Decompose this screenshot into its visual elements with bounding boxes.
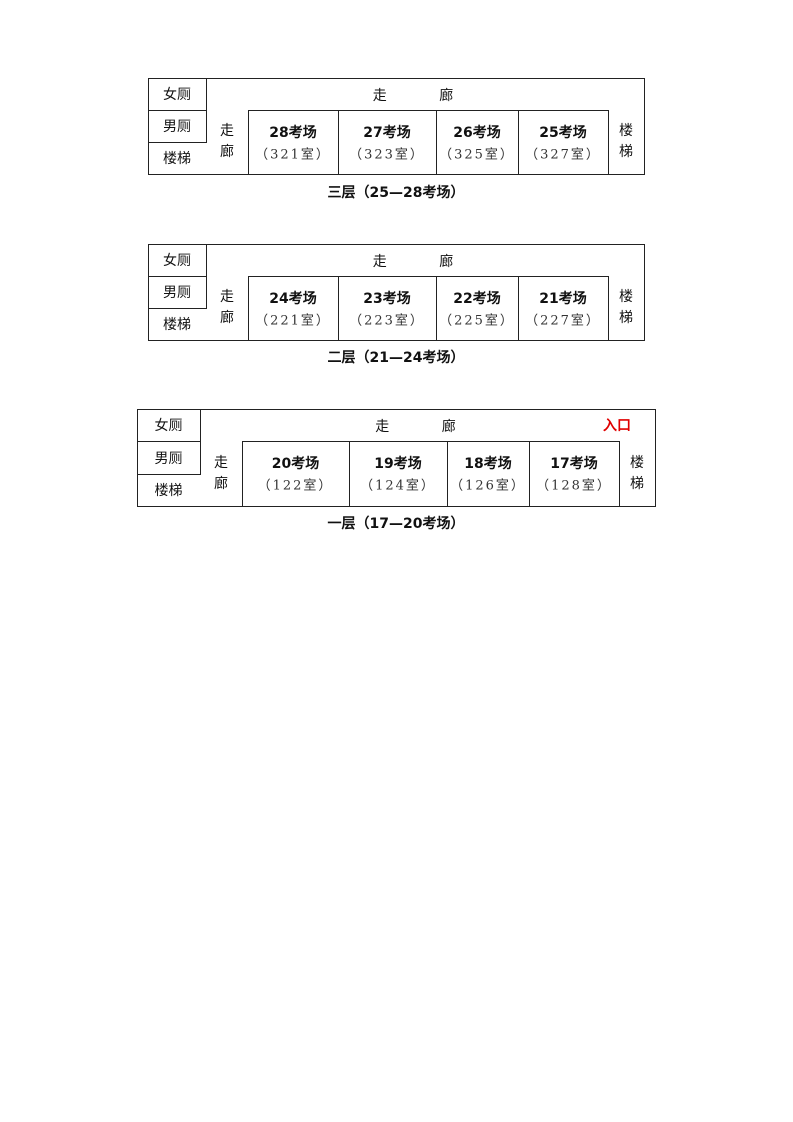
exam-room-name: 25考场 [539,125,587,141]
stairs-left-label: 楼梯 [163,317,191,333]
room-number: （323室） [349,147,425,163]
stairs-left-label: 楼梯 [154,482,183,499]
womens-restroom-label: 女厕 [163,87,191,103]
mens-restroom-cell [137,441,201,475]
stairs-right-label: 楼梯 [619,123,633,160]
room-number: （122室） [257,478,334,494]
room-divider [447,441,448,506]
mens-restroom-cell [148,276,207,309]
room-number: （321室） [255,147,331,163]
room-number: （128室） [536,478,612,494]
entrance-label: 入口 [603,418,631,434]
room-divider [518,276,519,340]
room-number: （225室） [439,313,515,329]
exam-room-name: 18考场 [464,456,512,473]
stairs-right-label: 楼梯 [619,289,633,326]
corridor-vertical-label: 走廊 [220,123,234,160]
corridor-label: 走 廊 [372,254,478,270]
corridor-label: 走 廊 [372,88,478,104]
room-divider [338,110,339,174]
womens-restroom-label: 女厕 [154,418,183,435]
exam-room-name: 21考场 [539,291,587,307]
room-divider [436,276,437,340]
room-divider [436,110,437,174]
stairs-left-label: 楼梯 [163,151,191,167]
mens-restroom-cell [148,110,207,143]
exam-room-name: 28考场 [269,125,317,141]
floor-caption: 二层（21—24考场） [327,350,465,366]
mens-restroom-label: 男厕 [163,285,191,301]
corridor-vertical-label: 走廊 [214,454,228,492]
mens-restroom-label: 男厕 [163,119,191,135]
room-number: （327室） [525,147,601,163]
room-number: （126室） [450,478,526,494]
room-number: （325室） [439,147,515,163]
room-divider [338,276,339,340]
exam-room-name: 23考场 [363,291,411,307]
floor-caption: 一层（17—20考场） [327,516,465,532]
classroom-strip [248,276,609,341]
room-number: （221室） [255,313,331,329]
exam-room-name: 20考场 [271,456,320,473]
womens-restroom-label: 女厕 [163,253,191,269]
room-divider [518,110,519,174]
exam-room-name: 27考场 [363,125,411,141]
exam-room-name: 19考场 [374,456,422,473]
stairs-right-label: 楼梯 [630,454,644,492]
room-number: （124室） [360,478,436,494]
exam-room-name: 24考场 [269,291,317,307]
classroom-strip [248,110,609,175]
exam-room-name: 17考场 [550,456,598,473]
floor-caption: 三层（25—28考场） [327,185,465,201]
room-number: （227室） [525,313,601,329]
corridor-label: 走 廊 [375,419,480,436]
classroom-strip [242,441,620,507]
mens-restroom-label: 男厕 [154,450,183,467]
room-number: （223室） [349,313,425,329]
room-divider [349,441,350,506]
room-divider [529,441,530,506]
exam-room-name: 26考场 [453,125,501,141]
corridor-vertical-label: 走廊 [220,289,234,326]
exam-room-name: 22考场 [453,291,501,307]
